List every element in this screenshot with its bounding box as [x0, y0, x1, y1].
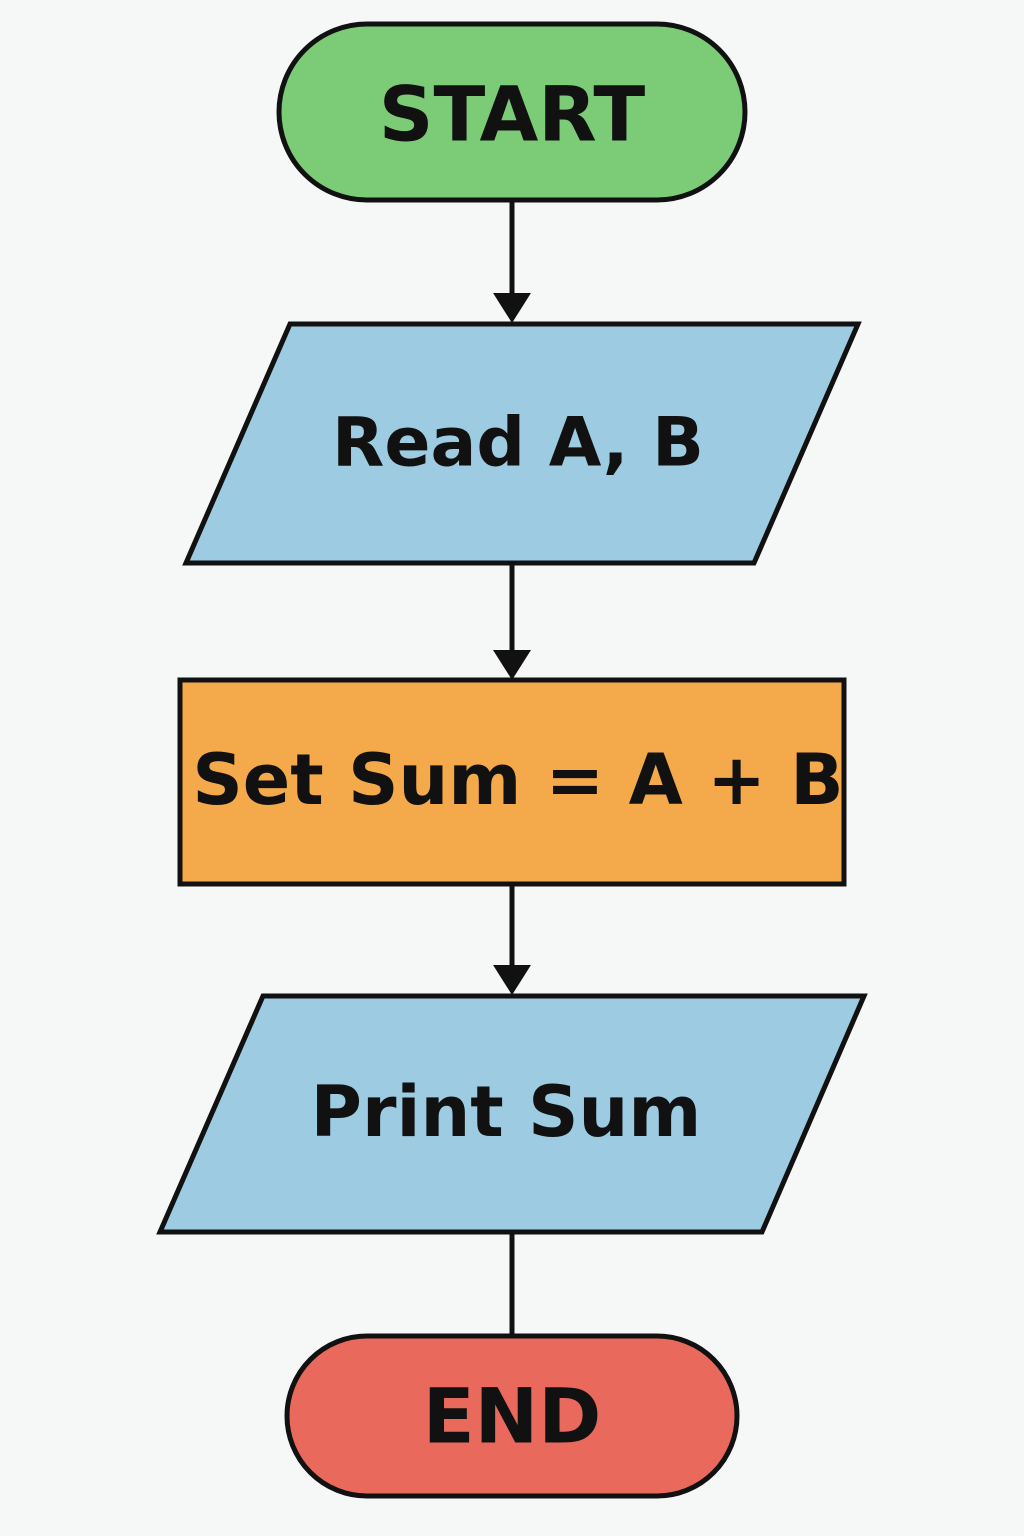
print-node: Print Sum: [156, 993, 868, 1235]
print-io-shape: [156, 993, 868, 1235]
connectors: [493, 200, 531, 1336]
read-io-shape: [182, 321, 862, 566]
end-label: END: [423, 1372, 602, 1461]
start-node: START: [276, 21, 748, 203]
start-label: START: [379, 70, 646, 159]
read-label: Read A, B: [332, 404, 704, 483]
read-node: Read A, B: [182, 321, 862, 566]
end-node: END: [284, 1333, 740, 1499]
process-node: Set Sum = A + B: [177, 677, 847, 887]
arrowhead-read-to-process: [493, 650, 531, 680]
arrowhead-process-to-print: [493, 965, 531, 995]
process-rect-shape: [177, 677, 847, 887]
arrowhead-start-to-read: [493, 293, 531, 323]
process-label: Set Sum = A + B: [192, 739, 843, 821]
start-terminator-shape: [276, 21, 748, 203]
end-terminator-shape: [284, 1333, 740, 1499]
print-label: Print Sum: [311, 1071, 702, 1153]
